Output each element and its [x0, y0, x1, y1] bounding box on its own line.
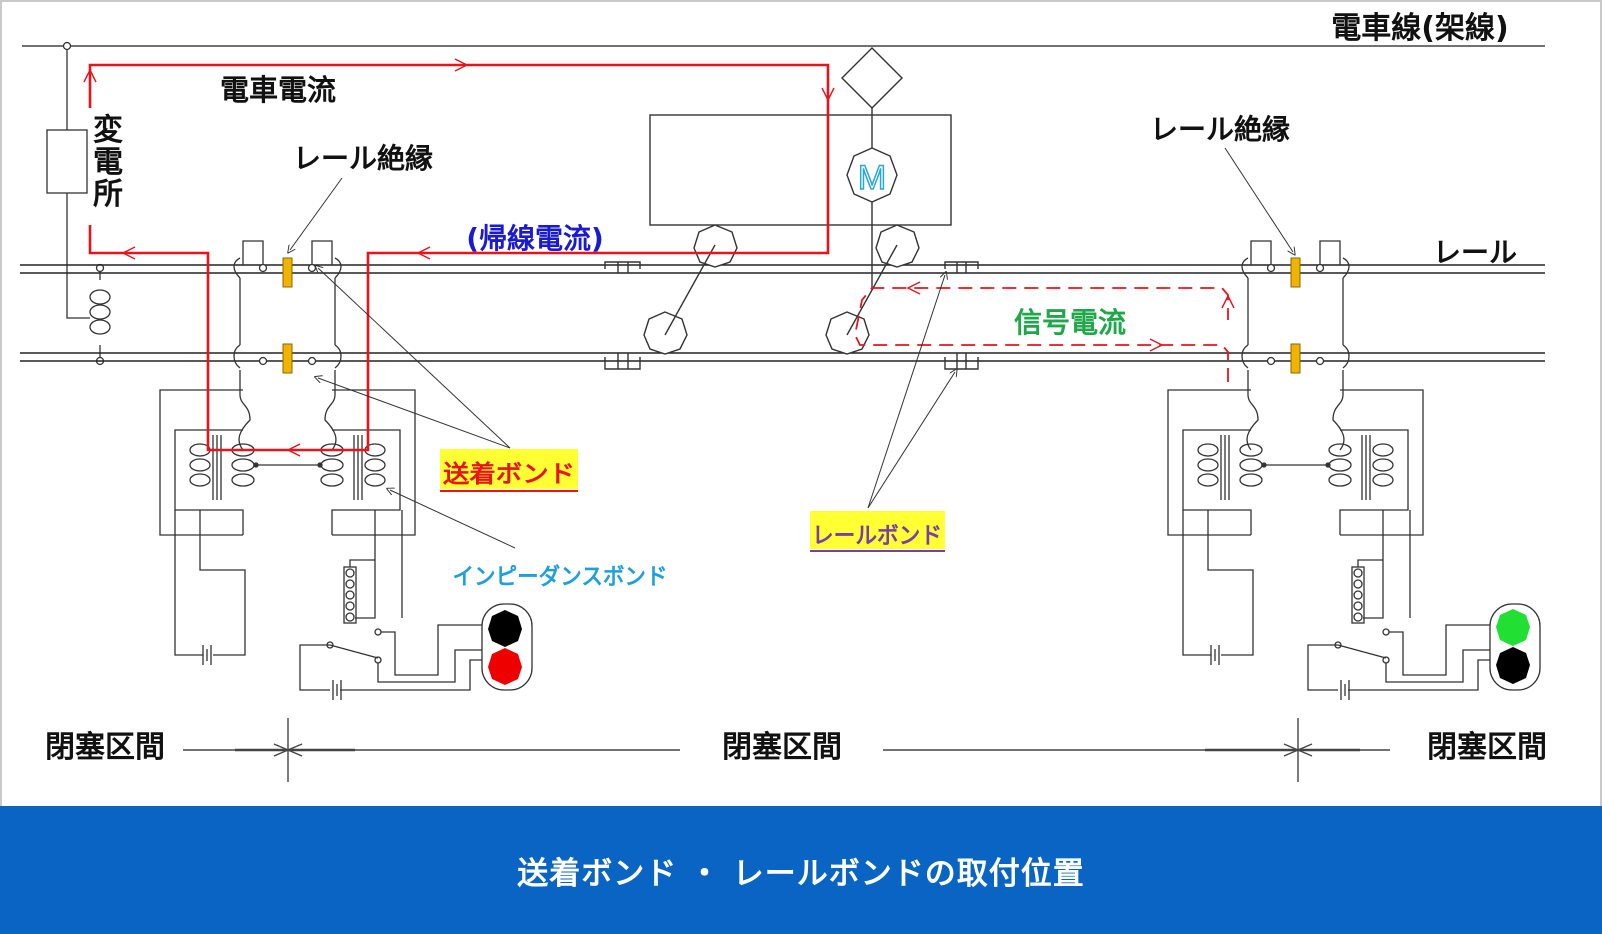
- substation-label: 変 電 所: [93, 113, 123, 212]
- wheel-icon: [693, 224, 738, 268]
- caption-banner: 送着ボンド ・ レールボンドの取付位置: [0, 806, 1602, 934]
- rail-insulation-label-right: レール絶縁: [1150, 113, 1290, 146]
- signal-lamp-red: [488, 648, 522, 685]
- rail-insulators: [282, 257, 1301, 374]
- signal-lamp-black: [1496, 647, 1530, 684]
- motor-label: M: [858, 159, 886, 197]
- svg-text:所: 所: [93, 177, 123, 212]
- train-current-label: 電車電流: [220, 73, 336, 107]
- signal-left: [481, 603, 533, 691]
- signal-right: [1489, 603, 1541, 691]
- caption-title: 送着ボンド ・ レールボンドの取付位置: [517, 855, 1085, 892]
- leader-lines: [290, 147, 1293, 549]
- train-current-path: [83, 58, 835, 457]
- train: [643, 47, 952, 355]
- pantograph-icon: [841, 47, 903, 109]
- bonded-bond-highlight: [440, 449, 578, 489]
- wheel-icon: [875, 224, 920, 268]
- block-section-label-left: 閉塞区間: [45, 730, 165, 765]
- impedance-bond-label: インピーダンスボンド: [453, 563, 668, 590]
- signal-current-label: 信号電流: [1014, 306, 1126, 339]
- rail-label: レール: [1433, 236, 1517, 269]
- overhead-line-label: 電車線(架線): [1331, 11, 1508, 46]
- motor-icon: [846, 147, 898, 203]
- rail-insulation-label-left: レール絶縁: [293, 142, 433, 175]
- rail-bond-label: レールボンド: [812, 523, 942, 549]
- return-current-label: (帰線電流): [466, 222, 604, 255]
- impedance-bond-right: [1167, 240, 1491, 701]
- block-section-label-center: 閉塞区間: [722, 730, 842, 765]
- signal-current-path: [854, 287, 1229, 382]
- track-circuit-diagram: 電車線(架線) 変 電 所 レール: [20, 11, 1547, 782]
- svg-text:変: 変: [93, 113, 123, 148]
- rail-bonds: [604, 261, 979, 370]
- block-section-label-right: 閉塞区間: [1427, 730, 1547, 765]
- rails: [20, 264, 1545, 362]
- svg-text:電: 電: [93, 145, 123, 180]
- rail-bond-highlight: [810, 511, 945, 549]
- block-section-markers: [183, 718, 1390, 782]
- signal-lamp-green: [1496, 609, 1530, 646]
- bonded-bond-label: 送着ボンド: [443, 460, 575, 488]
- signal-lamp-black: [488, 610, 522, 647]
